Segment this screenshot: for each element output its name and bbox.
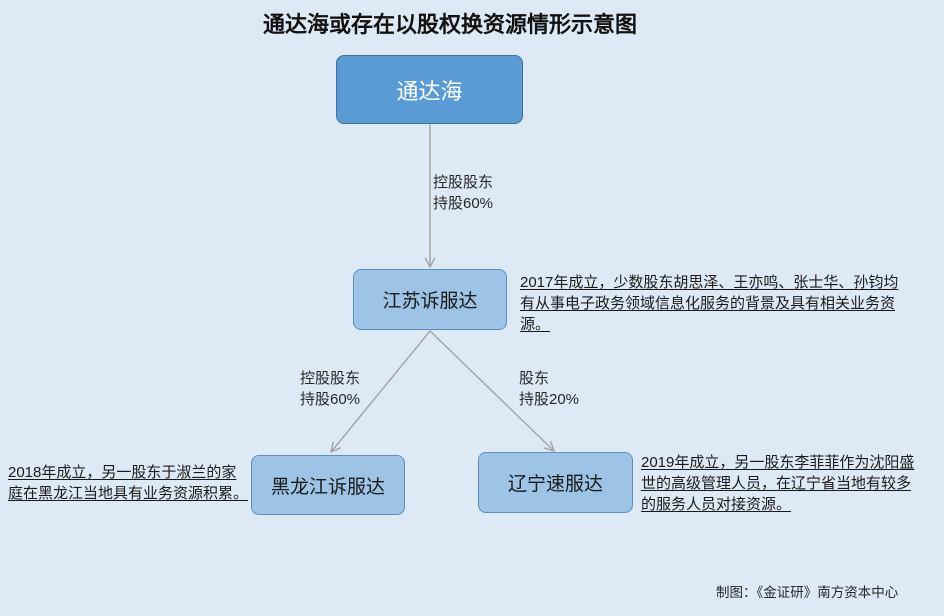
note-line: 世的高级管理人员，在辽宁省当地有较多 [641,475,912,492]
edge-label-jiangsu-liaoning: 股东 持股20% [519,368,579,410]
edge-stake: 持股60% [300,391,361,408]
note-line: 2017年成立，少数股东胡思泽、王亦鸣、张士华、孙钧均 [520,274,899,291]
node-label: 通达海 [396,78,463,104]
note-liaoning: 2019年成立，另一股东李菲菲作为沈阳盛 世的高级管理人员，在辽宁省当地有较多 … [641,452,914,515]
node-heilongjiang: 黑龙江诉服达 [251,455,405,515]
arrow-jiangsu-to-heilongjiang [330,330,431,453]
edge-relation: 控股股东 [300,370,361,387]
edge-relation: 股东 [519,370,550,387]
arrow-tongdahai-to-jiangsu [424,124,436,268]
arrowhead [424,257,436,268]
note-line: 2018年成立，另一股东于淑兰的家 [8,464,237,481]
node-liaoning: 辽宁速服达 [478,452,633,513]
arrowhead [330,441,341,453]
note-heilongjiang: 2018年成立，另一股东于淑兰的家 庭在黑龙江当地具有业务资源积累。 [8,462,248,504]
arrow-shaft [429,330,555,452]
node-tongdahai: 通达海 [336,55,523,124]
node-label: 辽宁速服达 [507,474,603,495]
edge-label-tongdahai-jiangsu: 控股股东 持股60% [433,172,493,214]
edge-stake: 持股60% [433,195,494,212]
page-title: 通达海或存在以股权换资源情形示意图 [262,12,637,37]
credit-text: 制图：《金证研》南方资本中心 [716,585,899,600]
note-line: 源。 [520,316,551,333]
arrow-shaft [330,330,431,453]
edge-relation: 控股股东 [433,174,494,191]
note-line: 有从事电子政务领域信息化服务的背景及具有相关业务资 [520,295,896,312]
note-line: 的服务人员对接资源。 [641,496,792,513]
arrow-jiangsu-to-liaoning [429,330,555,452]
edge-label-jiangsu-heilongjiang: 控股股东 持股60% [300,368,360,410]
note-line: 2019年成立，另一股东李菲菲作为沈阳盛 [641,454,915,471]
node-label: 黑龙江诉服达 [270,476,385,498]
note-jiangsu: 2017年成立，少数股东胡思泽、王亦鸣、张士华、孙钧均 有从事电子政务领域信息化… [520,272,898,335]
node-label: 江苏诉服达 [382,291,478,312]
edge-stake: 持股20% [519,391,580,408]
arrowhead [543,440,555,452]
node-jiangsu: 江苏诉服达 [353,269,507,330]
note-line: 庭在黑龙江当地具有业务资源积累。 [8,485,249,502]
